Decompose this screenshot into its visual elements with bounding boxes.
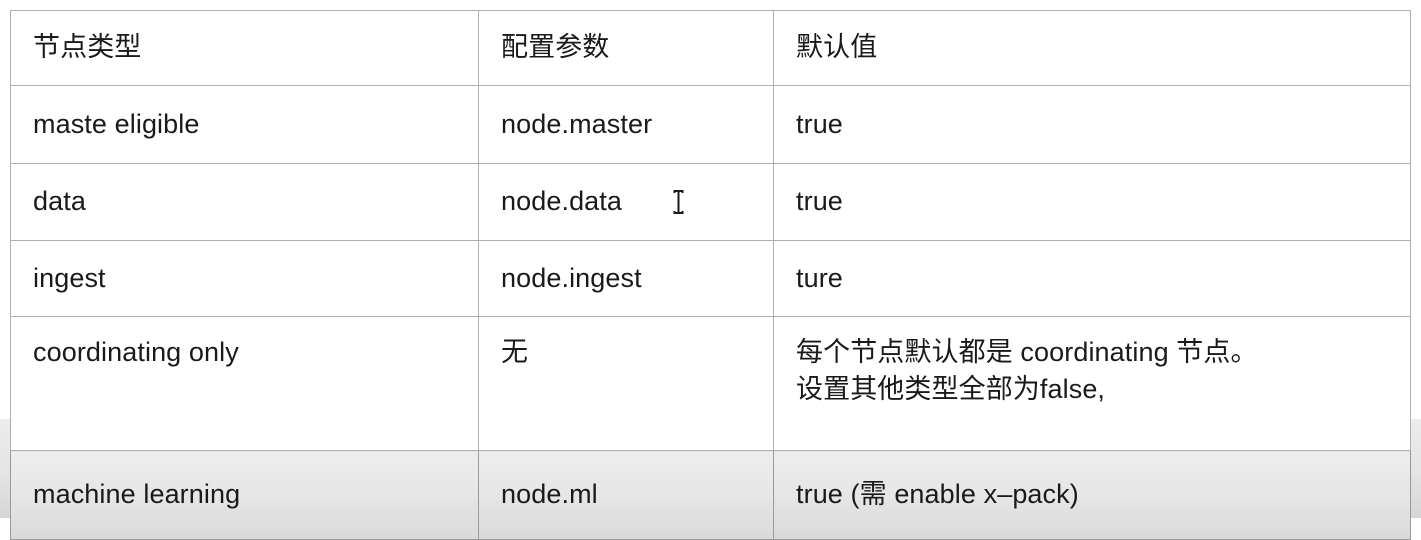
table-row[interactable]: ingest node.ingest ture — [10, 240, 1411, 317]
column-header-config-param: 配置参数 — [478, 10, 774, 86]
default-value-line: 设置其他类型全部为false, — [796, 374, 1106, 405]
cell-node-type: coordinating only — [10, 316, 479, 451]
node-types-table: 节点类型 配置参数 默认值 maste eligible node.master… — [10, 10, 1411, 540]
cell-default-value: true — [773, 163, 1411, 241]
cell-node-type: machine learning — [10, 450, 479, 540]
cell-default-value: true — [773, 85, 1411, 164]
cell-config-param: node.ingest — [478, 240, 774, 317]
table-row-selected[interactable]: machine learning node.ml true (需 enable … — [10, 450, 1411, 540]
cell-default-value: true (需 enable x–pack) — [773, 450, 1411, 540]
default-value-line: 每个节点默认都是 coordinating 节点。 — [796, 337, 1258, 367]
table-header-row: 节点类型 配置参数 默认值 — [10, 10, 1411, 86]
node-types-table-container: 节点类型 配置参数 默认值 maste eligible node.master… — [10, 10, 1411, 540]
cell-node-type: ingest — [10, 240, 479, 317]
cell-config-param: node.data — [478, 163, 774, 241]
table-row[interactable]: coordinating only 无 每个节点默认都是 coordinatin… — [10, 316, 1411, 451]
table-row[interactable]: maste eligible node.master true — [10, 85, 1411, 164]
table-row[interactable]: data node.data true — [10, 163, 1411, 241]
column-header-default-value: 默认值 — [773, 10, 1411, 86]
cell-node-type: data — [10, 163, 479, 241]
cell-config-param: 无 — [478, 316, 774, 451]
cell-config-param: node.master — [478, 85, 774, 164]
cell-node-type: maste eligible — [10, 85, 479, 164]
column-header-node-type: 节点类型 — [10, 10, 479, 86]
cell-default-value: 每个节点默认都是 coordinating 节点。 设置其他类型全部为false… — [773, 316, 1411, 451]
cell-config-param: node.ml — [478, 450, 774, 540]
cell-default-value: ture — [773, 240, 1411, 317]
